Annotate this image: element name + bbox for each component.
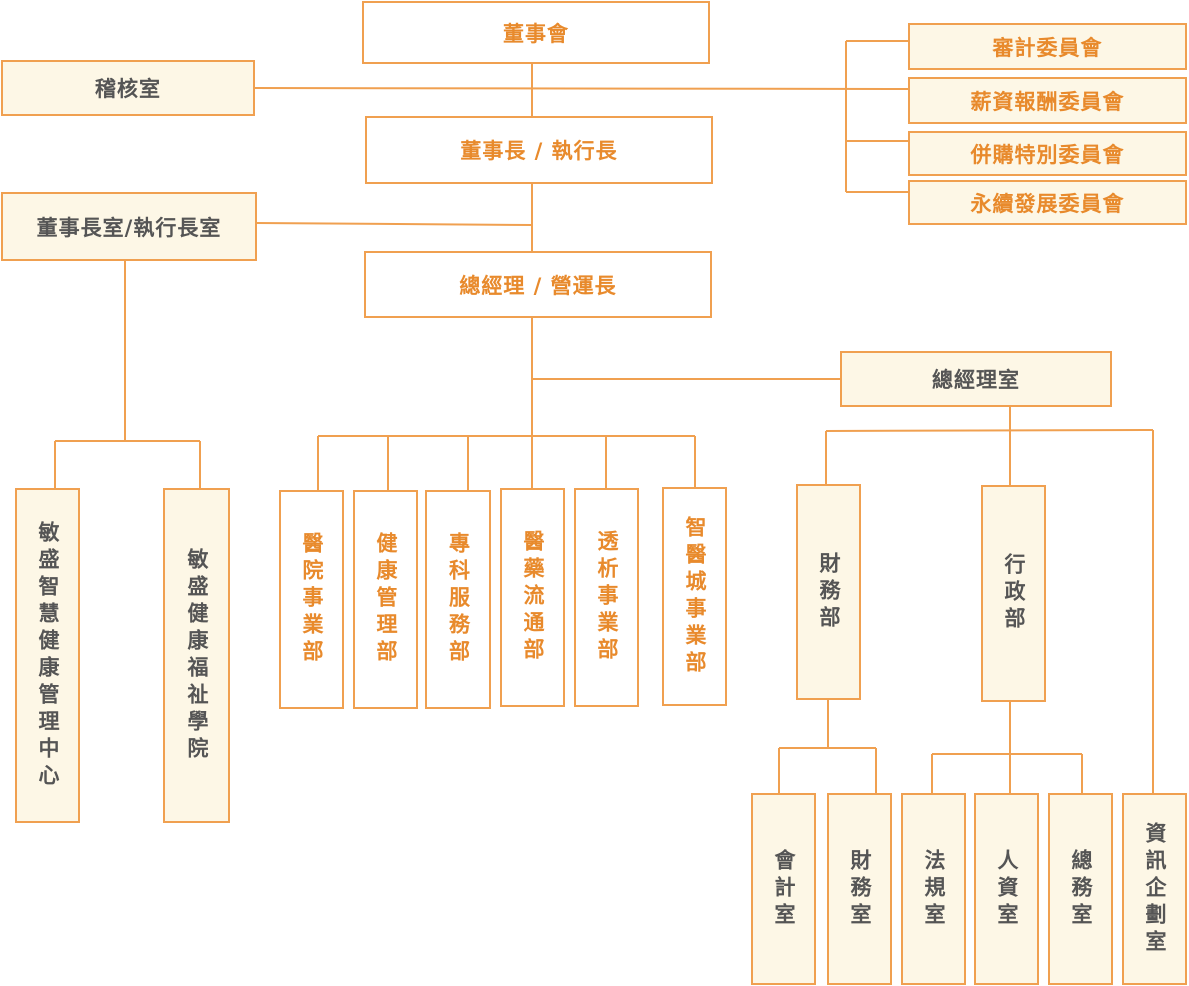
hr-room: 人資室 [974, 793, 1039, 985]
business-unit-specialty-services: 專科服務部 [425, 490, 491, 709]
business-unit-hospital: 醫院事業部 [279, 490, 344, 709]
board-of-directors: 董事會 [362, 1, 710, 64]
gm-coo: 總經理 / 營運長 [364, 251, 712, 318]
chairman-ceo: 董事長 / 執行長 [365, 116, 713, 184]
business-unit-smart-medical-city: 智醫城事業部 [662, 487, 727, 706]
committee-sustainability: 永續發展委員會 [908, 180, 1187, 225]
committee-merger: 併購特別委員會 [908, 131, 1187, 176]
legal-room: 法規室 [901, 793, 966, 985]
admin-department: 行政部 [981, 485, 1046, 702]
business-unit-pharma-distribution: 醫藥流通部 [500, 488, 565, 707]
general-affairs-room: 總務室 [1048, 793, 1113, 985]
business-unit-dialysis: 透析事業部 [574, 488, 639, 707]
affiliate-health-management-center: 敏盛智慧健康管理中心 [15, 488, 80, 823]
it-planning-room: 資訊企劃室 [1122, 793, 1187, 985]
finance-department: 財務部 [796, 484, 861, 700]
business-unit-health-management: 健康管理部 [353, 490, 418, 709]
gm-office: 總經理室 [840, 351, 1112, 407]
chairman-office: 董事長室/執行長室 [1, 192, 257, 261]
committee-compensation: 薪資報酬委員會 [908, 77, 1187, 124]
affiliate-welfare-academy: 敏盛健康福祉學院 [163, 488, 230, 823]
accounting-room: 會計室 [751, 793, 816, 985]
finance-room: 財務室 [827, 793, 892, 985]
committee-audit: 審計委員會 [908, 23, 1187, 70]
audit-office: 稽核室 [1, 60, 255, 116]
